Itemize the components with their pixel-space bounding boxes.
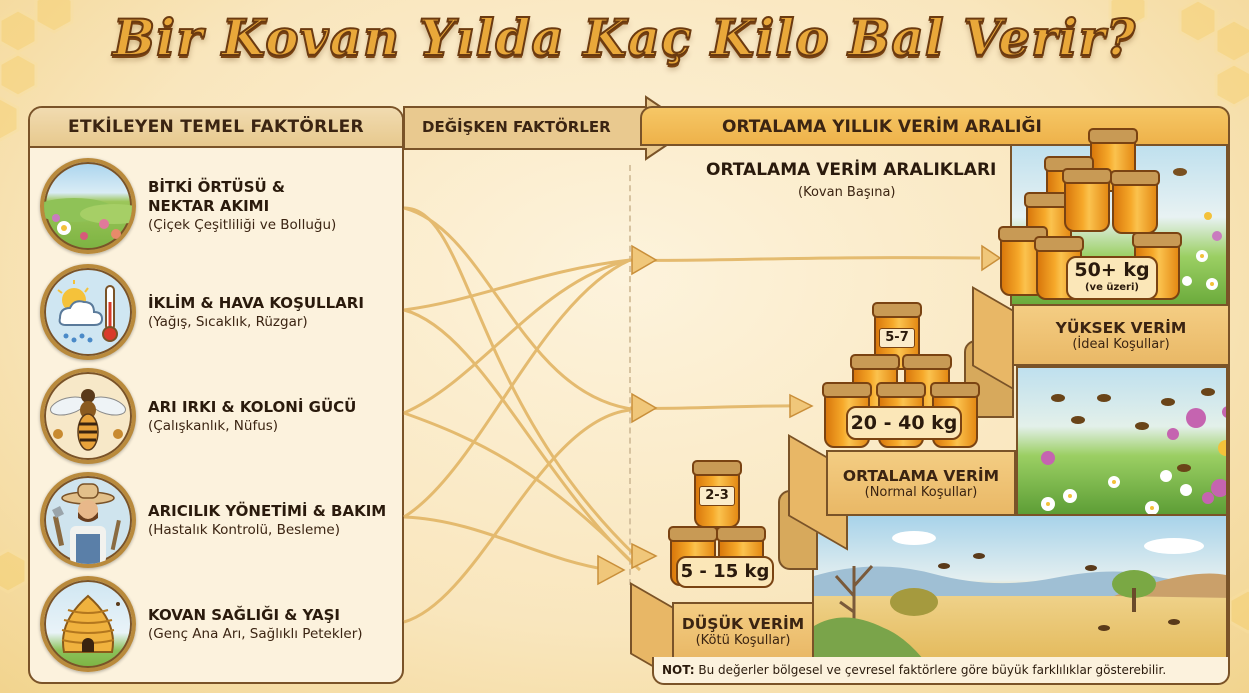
level-caption: (Normal Koşullar): [864, 484, 978, 500]
level-label: ORTALAMA VERİM: [842, 466, 1000, 485]
factor-detail: (Yağış, Sıcaklık, Rüzgar): [148, 313, 308, 330]
page-title: Bir Kovan Yılda Kaç Kilo Bal Verir?: [112, 7, 1137, 68]
factor-detail: (Çalışkanlık, Nüfus): [148, 417, 279, 434]
jar-count-label: 5-7: [879, 328, 915, 348]
footnote: NOT: Bu değerler bölgesel ve çevresel fa…: [652, 657, 1230, 685]
factor-hive-health: KOVAN SAĞLIĞI & YAŞI (Genç Ana Arı, Sağl…: [40, 576, 363, 672]
yield-badge-mid: 20 - 40 kg: [846, 406, 962, 440]
factor-title: NEKTAR AKIMI: [148, 197, 270, 215]
arrowhead-icon: [631, 244, 658, 276]
scene-dry-savanna: [812, 514, 1228, 658]
step-low: DÜŞÜK VERİM (Kötü Koşullar): [672, 602, 814, 660]
factor-detail: (Çiçek Çeşitliliği ve Bolluğu): [148, 217, 337, 233]
level-caption: (Kötü Koşullar): [695, 632, 791, 648]
yield-subtitle-caption: (Kovan Başına): [798, 185, 896, 200]
factor-bee-race: ARI IRKI & KOLONİ GÜCÜ (Çalışkanlık, Nüf…: [40, 368, 356, 464]
yield-panel-header: ORTALAMA YILLIK VERİM ARALIĞI: [722, 117, 1042, 137]
yield-panel-border: [1228, 144, 1230, 658]
footnote-text: Bu değerler bölgesel ve çevresel faktörl…: [698, 663, 1167, 677]
factors-panel-header: ETKİLEYEN TEMEL FAKTÖRLER: [30, 108, 402, 148]
level-label: DÜŞÜK VERİM: [681, 614, 805, 633]
factor-detail: (Genç Ana Arı, Sağlıklı Petekler): [148, 625, 363, 642]
factor-title: ARI IRKI & KOLONİ GÜCÜ: [148, 397, 357, 416]
skep-beehive-icon: [40, 576, 136, 672]
yield-range-note: (ve üzeri): [1084, 282, 1139, 293]
factor-title: ARICILIK YÖNETİMİ & BAKIM: [148, 501, 387, 520]
honey-jar-icon: [1062, 168, 1112, 232]
factor-vegetation: BİTKİ ÖRTÜSÜ & NEKTAR AKIMI (Çiçek Çeşit…: [40, 158, 336, 254]
jar-count-label: 2-3: [699, 486, 735, 506]
beekeeper-icon: [40, 472, 136, 568]
yield-range: 5 - 15 kg: [680, 561, 770, 582]
step-mid: ORTALAMA VERİM (Normal Koşullar): [826, 450, 1016, 516]
divider-dashed-line: [629, 165, 631, 585]
weather-thermometer-icon: [40, 264, 136, 360]
level-caption: (İdeal Koşullar): [1072, 336, 1170, 352]
meadow-flowers-icon: [40, 158, 136, 254]
yield-badge-high: 50+ kg (ve üzeri): [1066, 256, 1158, 300]
yield-badge-low: 5 - 15 kg: [676, 556, 774, 588]
yield-range: 20 - 40 kg: [850, 412, 958, 434]
footnote-prefix: NOT:: [662, 663, 695, 677]
honey-jar-icon: [1110, 170, 1160, 234]
yield-subtitle: ORTALAMA VERİM ARALIKLARI: [706, 160, 997, 180]
factor-title: İKLİM & HAVA KOŞULLARI: [148, 293, 364, 312]
factor-detail: (Hastalık Kontrolü, Besleme): [148, 521, 340, 538]
honeybee-icon: [40, 368, 136, 464]
yield-range: 50+ kg: [1074, 259, 1150, 281]
honey-jar-icon: [1034, 236, 1084, 300]
step-high: YÜKSEK VERİM (İdeal Koşullar): [1012, 304, 1230, 366]
honey-jar-icon: 2-3: [692, 460, 742, 528]
factor-management: ARICILIK YÖNETİMİ & BAKIM (Hastalık Kont…: [40, 472, 386, 568]
variable-factors-label: DEĞİŞKEN FAKTÖRLER: [422, 118, 611, 136]
factor-title: BİTKİ ÖRTÜSÜ &: [148, 178, 285, 196]
level-label: YÜKSEK VERİM: [1055, 318, 1187, 337]
factor-title: KOVAN SAĞLIĞI & YAŞI: [148, 605, 340, 624]
scene-flower-meadow: [1016, 366, 1228, 516]
factor-climate: İKLİM & HAVA KOŞULLARI (Yağış, Sıcaklık,…: [40, 264, 364, 360]
